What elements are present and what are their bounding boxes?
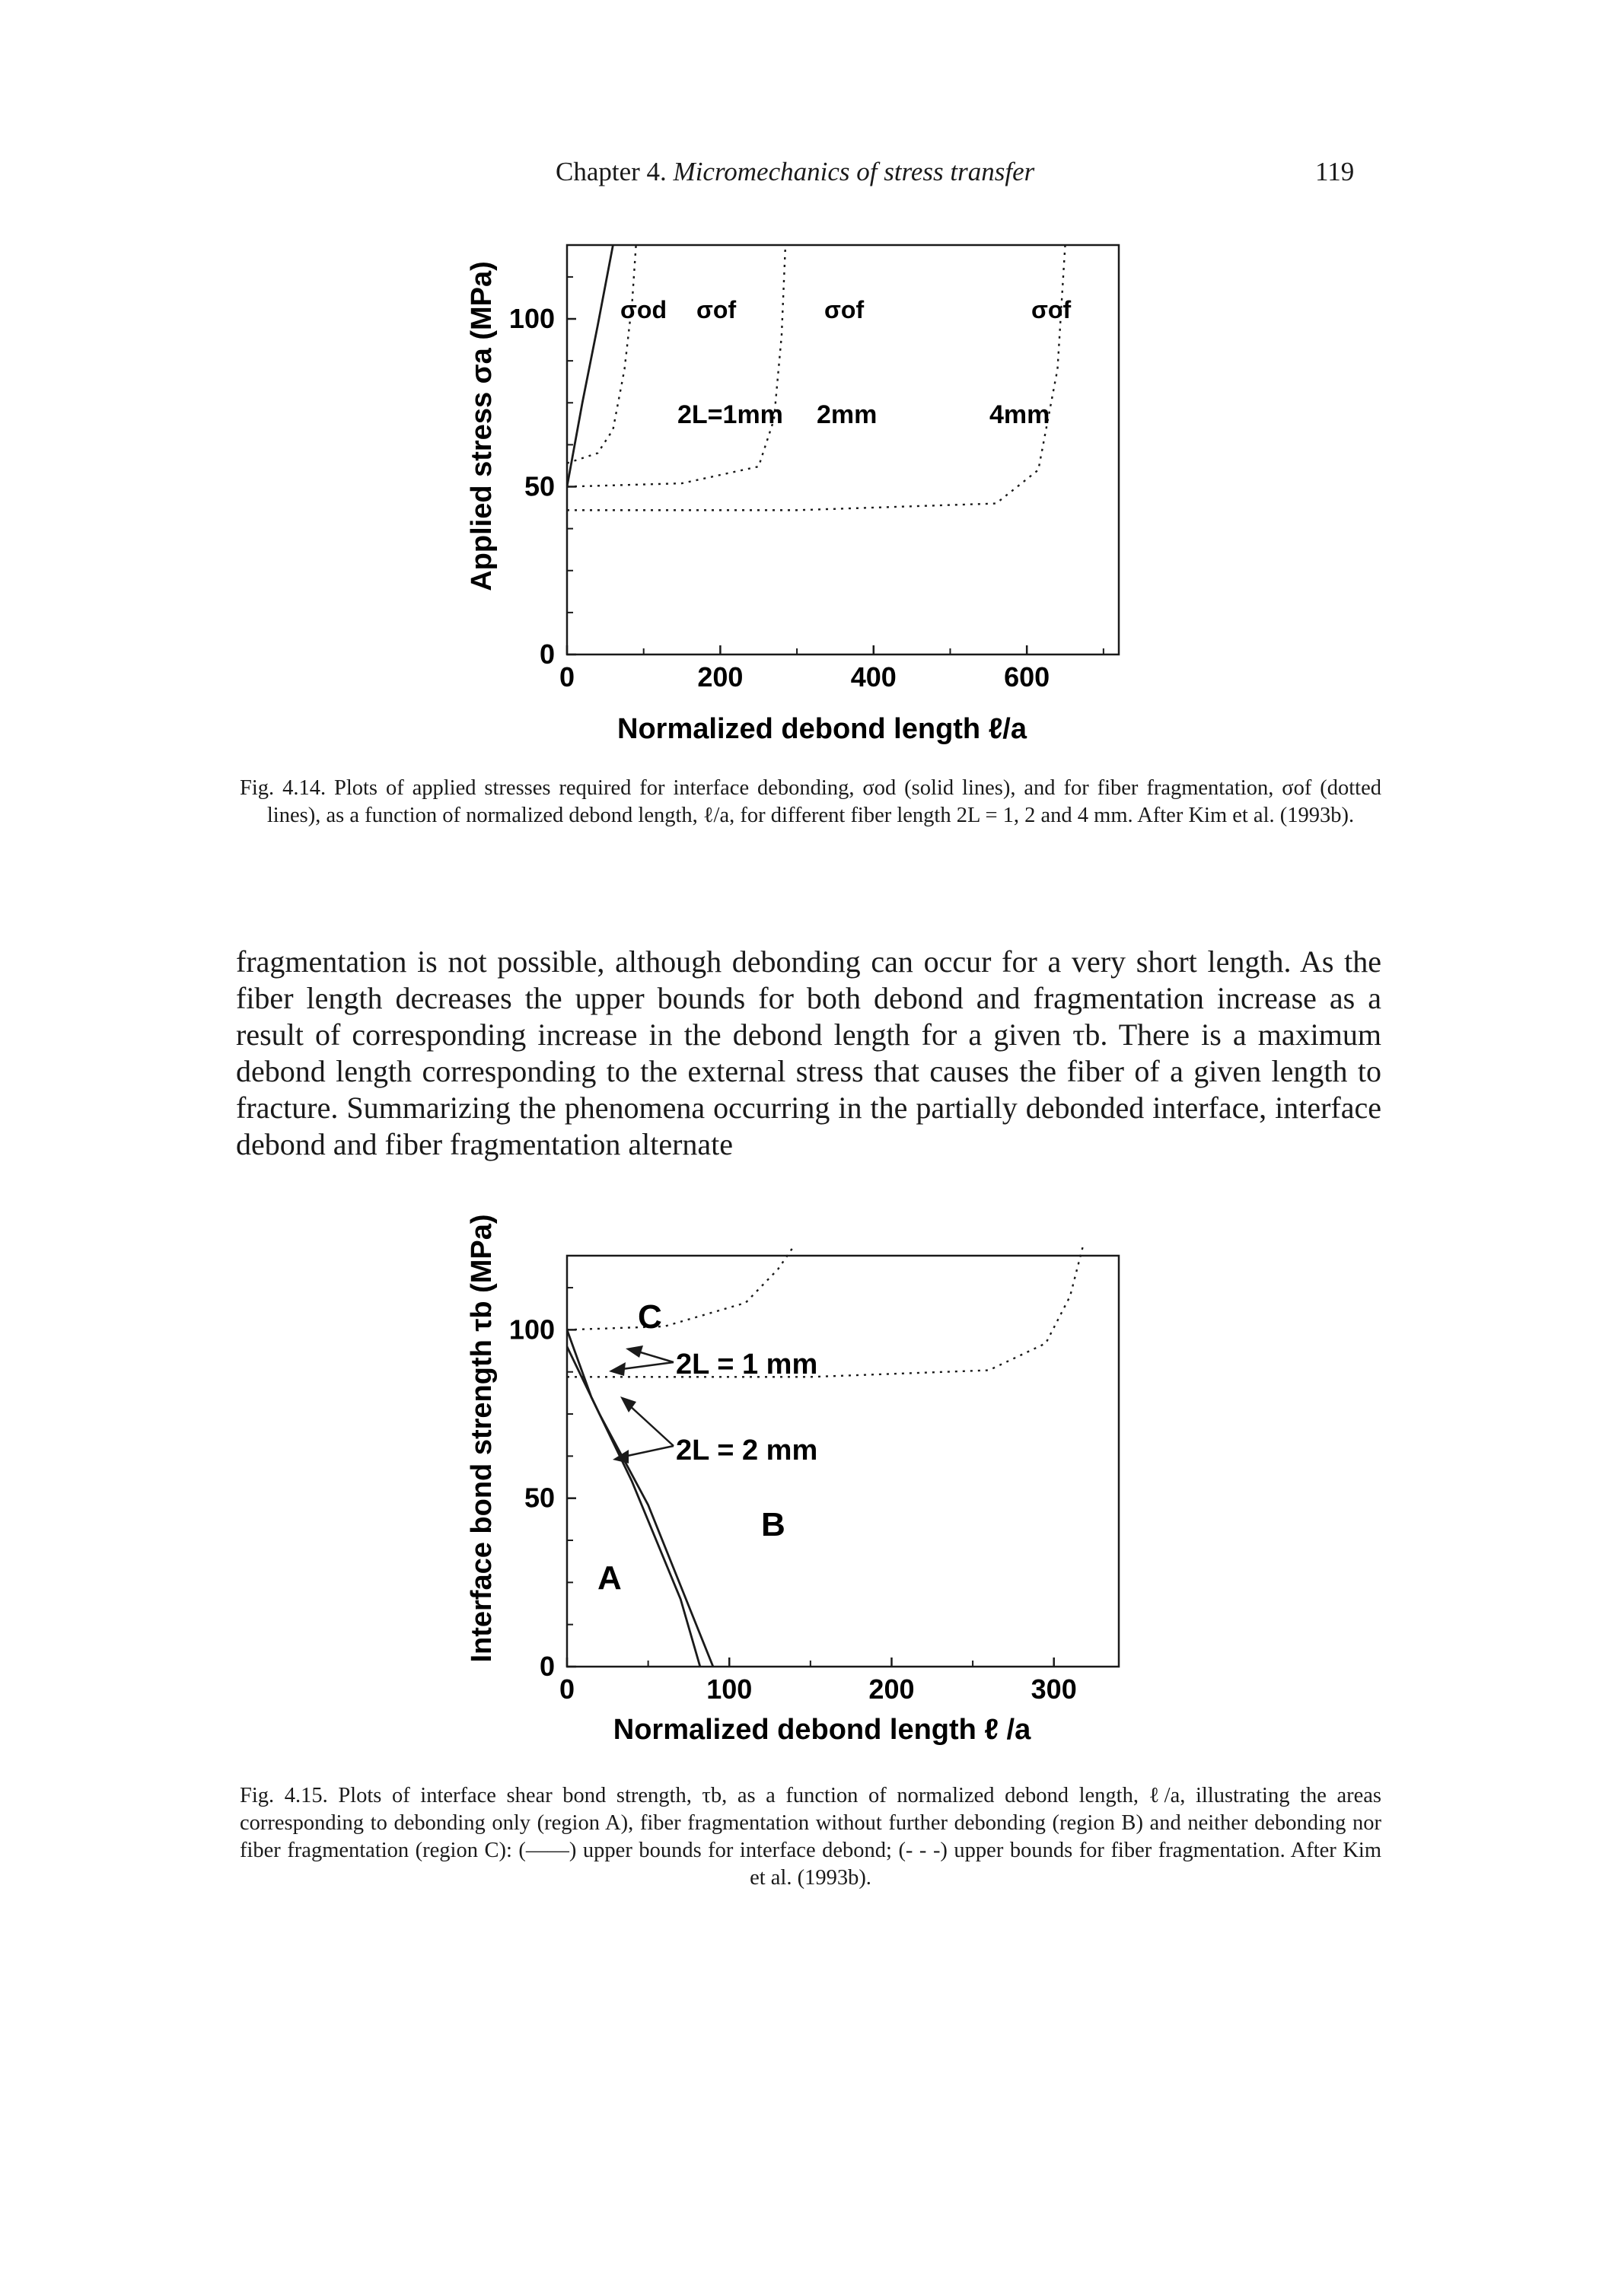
chapter-prefix: Chapter 4. <box>556 157 667 186</box>
y-tick-label: 100 <box>509 303 555 334</box>
fig1-ylabel: Applied stress σa (MPa) <box>466 261 498 591</box>
fig2-lines <box>567 1245 1085 1667</box>
arrowhead-debond-1mm <box>609 1362 626 1376</box>
figure-4-15-caption: Fig. 4.15. Plots of interface shear bond… <box>240 1784 1381 1890</box>
series-line <box>567 244 614 487</box>
x-tick-label: 600 <box>1004 661 1050 693</box>
fig1-xlabel: Normalized debond length ℓ/a <box>617 713 1027 745</box>
y-tick-label: 0 <box>540 1651 555 1682</box>
annotation-label: C <box>638 1298 662 1336</box>
arrow-to-frag-1mm <box>635 1349 674 1364</box>
fig1-lines <box>567 244 1066 511</box>
plot-frame <box>565 244 1120 656</box>
arrow-to-debond-1mm <box>616 1361 674 1371</box>
y-tick-label: 50 <box>524 471 555 502</box>
page-number: 119 <box>1315 157 1355 186</box>
fig1-axes <box>565 244 1120 656</box>
y-tick-label: 0 <box>540 638 555 670</box>
arrow-to-debond-2mm <box>620 1444 674 1459</box>
annotation-label: 2mm <box>817 400 877 429</box>
figure-4-14-chart: 0 200 400 600 0 50 100 σod σof σof σof 2L=1mm 2mm 4m… <box>466 244 1120 745</box>
annotation-label: B <box>761 1506 785 1543</box>
series-line <box>567 1345 715 1667</box>
series-line <box>567 244 637 464</box>
annotation-label: σof <box>1031 296 1071 323</box>
annotation-label: σof <box>696 296 736 323</box>
annotation-label: A <box>597 1559 622 1597</box>
annotation-label: 4mm <box>989 400 1050 429</box>
fig2-axes <box>565 1254 1120 1668</box>
page-header: Chapter 4. Micromechanics of stress tran… <box>0 157 1612 195</box>
arrowhead-debond-2mm <box>613 1450 629 1463</box>
fig2-xlabel: Normalized debond length ℓ /a <box>613 1714 1031 1746</box>
arrowhead-frag-2mm <box>620 1396 636 1412</box>
arrow-to-frag-2mm <box>627 1403 674 1447</box>
series-line <box>567 1329 702 1667</box>
x-tick-label: 200 <box>868 1673 914 1705</box>
fig1-ticks: 0 200 400 600 0 50 100 <box>509 275 1104 693</box>
annotation-label: 2L=1mm <box>677 400 783 429</box>
x-tick-label: 0 <box>559 1673 575 1705</box>
body-paragraph: fragmentation is not possible, although … <box>236 944 1381 1161</box>
x-tick-label: 0 <box>559 661 575 693</box>
annotation-label: σof <box>824 296 864 323</box>
x-tick-label: 400 <box>851 661 897 693</box>
annotation-label: 2L = 2 mm <box>676 1435 817 1466</box>
annotation-label: 2L = 1 mm <box>676 1349 817 1380</box>
x-tick-label: 100 <box>706 1673 752 1705</box>
x-tick-label: 200 <box>697 661 743 693</box>
fig2-annotations: C 2L = 1 mm 2L = 2 mm B A <box>597 1298 817 1597</box>
fig2-ylabel: Interface bond strength τb (MPa) <box>466 1214 498 1662</box>
chapter-title: Micromechanics of stress transfer <box>673 157 1035 186</box>
arrowhead-frag-1mm <box>626 1345 643 1358</box>
figure-4-15-chart: 0 100 200 300 0 50 100 C 2L = 1 mm 2L = 2 mm B A N… <box>466 1214 1120 1746</box>
series-line <box>567 244 1066 511</box>
chapter-heading: Chapter 4. Micromechanics of stress tran… <box>556 157 1034 187</box>
y-tick-label: 100 <box>509 1314 555 1345</box>
fig2-ticks: 0 100 200 300 0 50 100 <box>509 1287 1077 1705</box>
annotation-label: σod <box>620 296 667 323</box>
series-line <box>567 1245 795 1331</box>
y-tick-label: 50 <box>524 1482 555 1514</box>
x-tick-label: 300 <box>1031 1673 1077 1705</box>
figure-4-14-caption: Fig. 4.14. Plots of applied stresses req… <box>240 776 1381 827</box>
plot-frame <box>565 1254 1120 1668</box>
fig1-annotations: σod σof σof σof 2L=1mm 2mm 4mm <box>620 296 1071 429</box>
